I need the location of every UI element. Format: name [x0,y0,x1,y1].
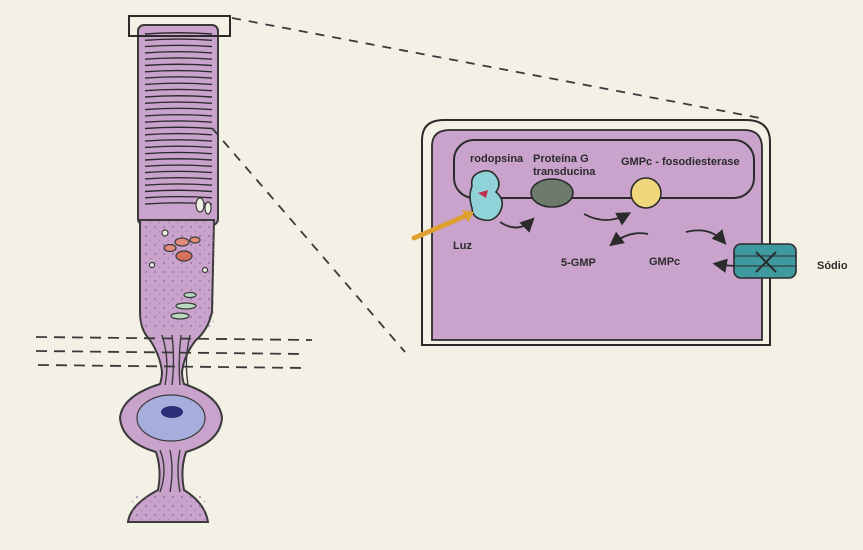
label-sodio: Sódio [817,260,848,273]
outer-segment [138,25,218,225]
label-rodopsina: rodopsina [470,153,523,166]
rod-cell [120,25,222,522]
sodium-channel-icon [734,244,796,278]
nucleus-halo [137,395,205,441]
label-5-gmp: 5-GMP [561,257,596,270]
label-gmpc-fosfodiesterase: GMPc - fosodiesterase [621,156,740,169]
nucleus [161,406,183,418]
label-transducina: transducina [533,166,595,179]
label-gmpc: GMPc [649,256,680,269]
label-proteina-g: Proteína G [533,153,589,166]
label-luz: Luz [453,240,472,253]
transducin-icon [531,179,573,207]
phosphodiesterase-icon [631,178,661,208]
disc-membrane [454,140,754,198]
